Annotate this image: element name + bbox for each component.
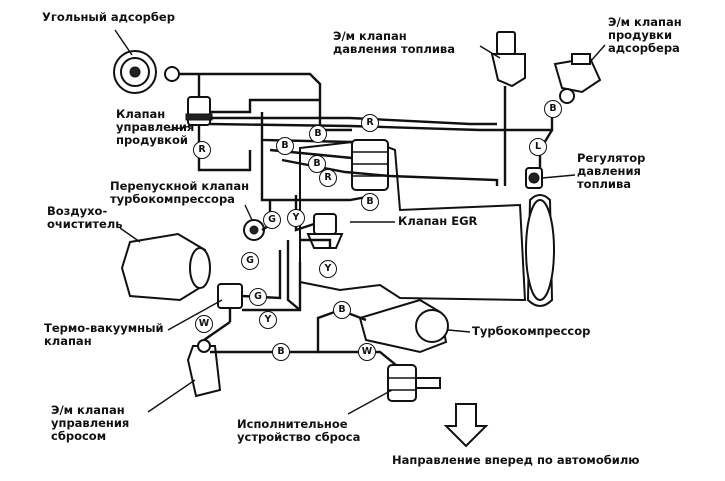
hose-code-b: B (272, 343, 290, 361)
hose-code-b: B (361, 193, 379, 211)
hose-code-w: W (195, 315, 213, 333)
turbocharger-body (358, 298, 449, 354)
hose-code-b: B (309, 125, 327, 143)
hose-code-g: G (249, 288, 267, 306)
hose-code-r: R (361, 114, 379, 132)
intake-manifold (299, 138, 527, 302)
throttle-body (525, 194, 555, 307)
leader-lines (114, 29, 606, 415)
wastegate-actuator-body (387, 364, 441, 402)
label-purge-control-valve: Клапан управления продувкой (116, 107, 195, 147)
adsorber-purge-solenoid (553, 53, 602, 104)
turbo-bypass-valve-body (243, 219, 265, 241)
thermo-vacuum-valve-body (217, 283, 243, 322)
hose-code-y: Y (287, 209, 305, 227)
wastegate-solenoid-body (186, 339, 222, 398)
hose-code-w: W (358, 343, 376, 361)
hose-code-g: G (241, 252, 259, 270)
coal-adsorber (113, 50, 180, 94)
hose-code-l: L (529, 138, 547, 156)
label-wastegate-control-valve: Э/м клапан управления сбросом (51, 403, 130, 443)
egr-valve-body (306, 213, 344, 249)
label-turbo-bypass-valve: Перепускной клапан турбокомпрессора (110, 179, 250, 206)
label-thermo-vacuum-valve: Термо-вакуумный клапан (44, 321, 164, 348)
hose-code-y: Y (259, 311, 277, 329)
hose-code-r: R (319, 169, 337, 187)
label-adsorber-purge-valve: Э/м клапан продувки адсорбера (608, 15, 682, 55)
hose-code-b: B (308, 155, 326, 173)
fuel-pressure-solenoid (490, 31, 526, 88)
hose-code-b: B (544, 100, 562, 118)
label-coal-adsorber: Угольный адсорбер (42, 10, 175, 24)
hose-code-r: R (193, 141, 211, 159)
hose-code-b: B (276, 137, 294, 155)
label-fuel-pressure-regulator: Регулятор давления топлива (577, 151, 646, 191)
fuel-pressure-regulator (525, 167, 543, 189)
label-wastegate-actuator: Исполнительное устройство сброса (237, 417, 361, 444)
air-cleaner-body (120, 232, 211, 302)
label-forward-direction: Направление вперед по автомобилю (392, 453, 640, 467)
hose-code-y: Y (319, 260, 337, 278)
label-fuel-pressure-valve: Э/м клапан давления топлива (333, 29, 455, 56)
hose-code-b: B (333, 301, 351, 319)
hose-code-g: G (263, 211, 281, 229)
label-egr-valve: Клапан EGR (398, 214, 478, 228)
label-air-cleaner: Воздухо- очиститель (47, 204, 123, 231)
forward-arrow-icon (443, 403, 489, 448)
label-turbocharger: Турбокомпрессор (472, 324, 591, 338)
